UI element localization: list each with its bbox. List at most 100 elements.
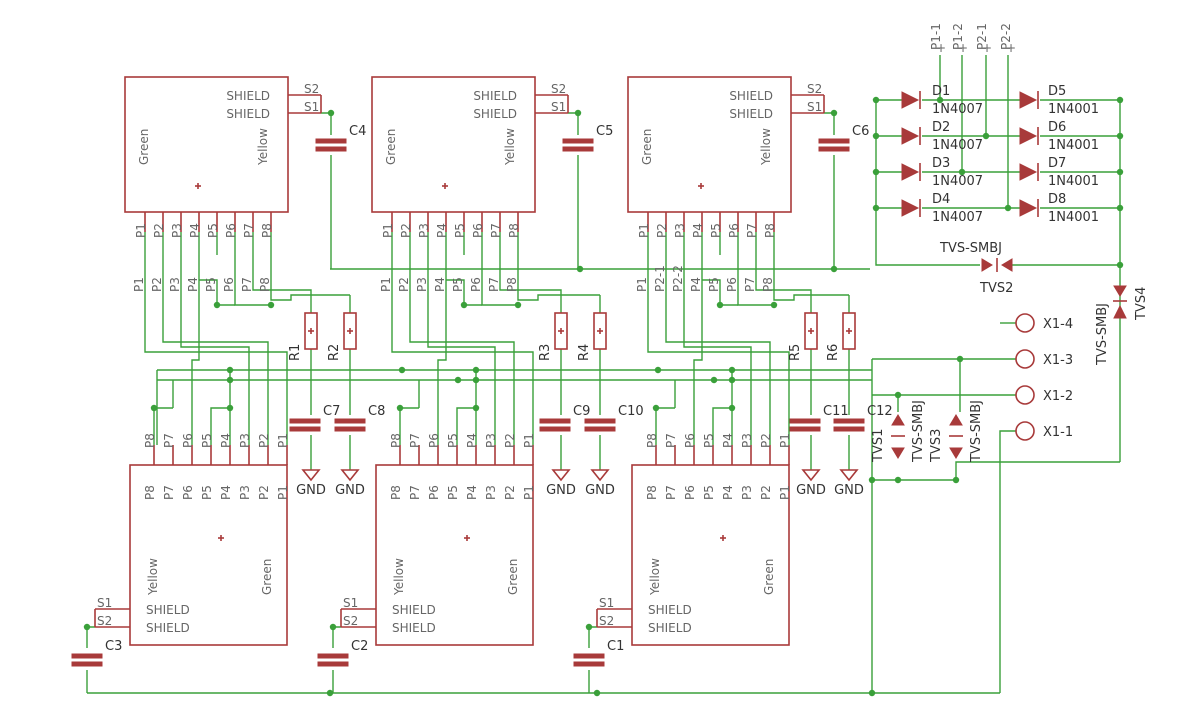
capacitor-plate — [315, 146, 347, 152]
capacitor-plate — [317, 661, 349, 667]
color-label: Green — [137, 129, 151, 165]
color-label: Green — [762, 559, 776, 595]
junction — [472, 404, 480, 412]
pin-label: P7 — [408, 485, 422, 500]
capacitor-label: C4 — [349, 124, 366, 139]
resistor-label: R5 — [788, 344, 803, 361]
net-p3 — [427, 255, 496, 445]
net-label: P6 — [469, 277, 483, 292]
pin-label: P1 — [637, 223, 651, 238]
net-p4p5 — [199, 279, 235, 306]
tvs-body — [891, 414, 905, 426]
gnd-label: GND — [834, 483, 864, 498]
pin-label: P5 — [446, 433, 460, 448]
shield-to-cap — [86, 626, 95, 648]
diode-label: D8 — [1048, 192, 1066, 207]
diode-body — [901, 199, 920, 217]
net-label: P6 — [222, 277, 236, 292]
pin-label: P3 — [238, 485, 252, 500]
capacitor-plate — [289, 418, 321, 424]
pin-label: P1 — [522, 485, 536, 500]
shield-label: SHIELD — [648, 603, 692, 617]
junction — [872, 168, 880, 176]
bot-p5p4 — [456, 407, 477, 445]
color-label: Green — [260, 559, 274, 595]
shield-label: SHIELD — [146, 603, 190, 617]
pin-label: P8 — [763, 223, 777, 238]
color-label: Green — [384, 129, 398, 165]
terminal-circle — [1015, 313, 1035, 333]
pin-label: P8 — [507, 223, 521, 238]
pin-label: P1 — [381, 223, 395, 238]
terminal-label: X1-1 — [1043, 425, 1073, 440]
net-top-label: P2-1 — [975, 23, 989, 50]
capacitor-label: C12 — [867, 404, 893, 419]
junction — [1116, 204, 1124, 212]
net-to-r2 — [517, 255, 600, 301]
capacitor-plate — [562, 146, 594, 152]
pin-label: P8 — [389, 433, 403, 448]
capacitor-label: C6 — [852, 124, 869, 139]
junction — [327, 109, 335, 117]
junction — [226, 376, 234, 384]
diode-label: D5 — [1048, 84, 1066, 99]
shield-to-cap — [568, 112, 579, 135]
capacitor-label: C5 — [596, 124, 613, 139]
capacitor-label: C9 — [573, 404, 590, 419]
pin-label: P2 — [152, 223, 166, 238]
capacitor-label: C8 — [368, 404, 385, 419]
net-label: P3 — [415, 277, 429, 292]
net-top-label: P1-2 — [951, 23, 965, 50]
net-p6 — [693, 255, 703, 445]
pin-label: P8 — [260, 223, 274, 238]
capacitor-plate — [818, 138, 850, 144]
net-p4p5 — [446, 279, 482, 306]
capacitor-plate — [562, 138, 594, 144]
junction — [472, 366, 480, 374]
pin-label: P3 — [170, 223, 184, 238]
resistor-body — [842, 312, 856, 350]
junction — [226, 404, 234, 412]
s-pin-label: S2 — [807, 82, 822, 96]
junction — [267, 301, 275, 309]
net-p3 — [683, 255, 752, 445]
pin-label: P3 — [740, 485, 754, 500]
terminal-circle — [1015, 349, 1035, 369]
junction — [956, 355, 964, 363]
pin-label: P5 — [453, 223, 467, 238]
junction — [872, 96, 880, 104]
terminal-circle — [1015, 421, 1035, 441]
diode-part: 1N4001 — [1048, 210, 1099, 225]
junction — [326, 689, 334, 697]
s-pin-label: S1 — [599, 596, 614, 610]
junction — [728, 404, 736, 412]
pin-label: P6 — [683, 433, 697, 448]
capacitor-plate — [334, 426, 366, 432]
tvs-body — [949, 414, 963, 426]
pin-label: P3 — [673, 223, 687, 238]
capacitor-plate — [317, 653, 349, 659]
diode-part: 1N4007 — [932, 174, 983, 189]
capacitor-plate — [539, 426, 571, 432]
terminal-label: X1-3 — [1043, 353, 1073, 368]
net-label: P6 — [725, 277, 739, 292]
net-label: P7 — [743, 277, 757, 292]
junction — [652, 404, 660, 412]
pin-label: P4 — [435, 223, 449, 238]
junction — [454, 376, 462, 384]
diode-body — [901, 91, 920, 109]
terminal-label: X1-4 — [1043, 317, 1073, 332]
shield-label: SHIELD — [226, 107, 270, 121]
resistor-label: R4 — [577, 344, 592, 361]
junction — [396, 404, 404, 412]
net-label: P4 — [689, 277, 703, 292]
junction — [868, 476, 876, 484]
s-pin-label: S1 — [551, 100, 566, 114]
pin-label: P4 — [721, 485, 735, 500]
junction — [728, 366, 736, 374]
pin-label: P2 — [655, 223, 669, 238]
tvs-part: TVS-SMBJ — [969, 400, 984, 463]
diode-body — [1019, 127, 1038, 145]
pin-label: P3 — [484, 433, 498, 448]
diode-body — [1019, 163, 1038, 181]
